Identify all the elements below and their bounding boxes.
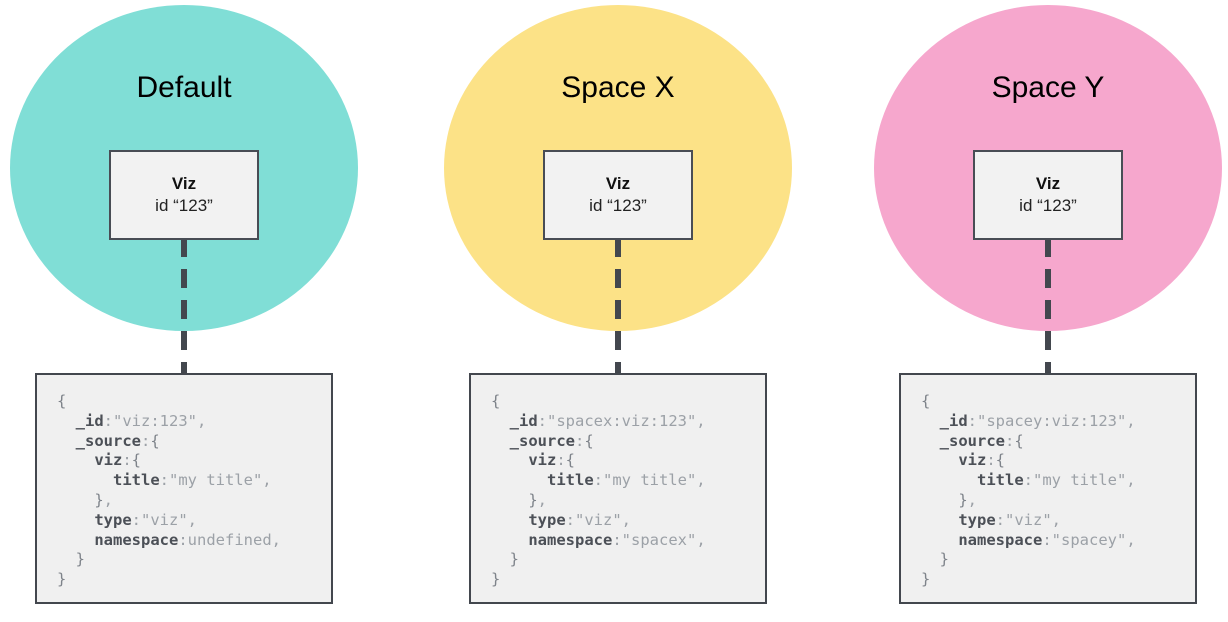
code-line: namespace:"spacey", xyxy=(921,530,1136,549)
code-line: } xyxy=(491,570,501,589)
viz-card: Viz id “123” xyxy=(109,150,259,240)
code-line: title:"my title", xyxy=(921,471,1136,490)
code-line: } xyxy=(57,550,85,569)
code-line: viz:{ xyxy=(491,451,576,470)
code-line: type:"viz", xyxy=(921,510,1061,529)
code-line: _id:"spacey:viz:123", xyxy=(921,411,1136,430)
space-group-spacex: Space X Viz id “123” { _id:"spacex:viz:1… xyxy=(442,0,794,622)
saved-object-code-block: { _id:"spacex:viz:123", _source:{ viz:{ … xyxy=(469,373,767,604)
connector-dashed-line xyxy=(615,238,621,374)
connector-dashed-line xyxy=(181,238,187,374)
space-title-default: Default xyxy=(136,71,232,104)
code-line: viz:{ xyxy=(57,451,142,470)
code-line: title:"my title", xyxy=(491,471,706,490)
code-line: _source:{ xyxy=(57,431,160,450)
viz-card-id: id “123” xyxy=(589,196,647,215)
saved-object-code-block: { _id:"viz:123", _source:{ viz:{ title:"… xyxy=(35,373,333,604)
code-line: _source:{ xyxy=(921,431,1024,450)
code-line: { xyxy=(921,392,931,410)
viz-card-id: id “123” xyxy=(1019,196,1077,215)
code-line: } xyxy=(57,570,67,589)
viz-card-title: Viz xyxy=(605,174,631,193)
code-line: namespace:"spacex", xyxy=(491,530,706,549)
code-line: _id:"spacex:viz:123", xyxy=(491,411,706,430)
space-group-default: Default Viz id “123” { _id:"viz:123", _s… xyxy=(8,0,360,622)
code-line: title:"my title", xyxy=(57,471,272,490)
code-line: viz:{ xyxy=(921,451,1006,470)
code-line: type:"viz", xyxy=(57,510,197,529)
code-line: }, xyxy=(491,490,548,509)
viz-card-title: Viz xyxy=(171,174,197,193)
code-line: } xyxy=(921,570,931,589)
code-line: }, xyxy=(921,490,978,509)
space-group-spacey: Space Y Viz id “123” { _id:"spacey:viz:1… xyxy=(872,0,1224,622)
code-line: namespace:undefined, xyxy=(57,530,281,549)
code-line: _source:{ xyxy=(491,431,594,450)
code-line: _id:"viz:123", xyxy=(57,411,207,430)
saved-object-code-block: { _id:"spacey:viz:123", _source:{ viz:{ … xyxy=(899,373,1197,604)
code-line: } xyxy=(921,550,949,569)
space-title-spacex: Space X xyxy=(561,71,675,104)
connector-dashed-line xyxy=(1045,238,1051,374)
viz-card-id: id “123” xyxy=(155,196,213,215)
code-line: { xyxy=(491,392,501,410)
code-line: type:"viz", xyxy=(491,510,631,529)
code-line: } xyxy=(491,550,519,569)
viz-card: Viz id “123” xyxy=(543,150,693,240)
code-line: }, xyxy=(57,490,114,509)
viz-card-title: Viz xyxy=(1035,174,1061,193)
code-line: { xyxy=(57,392,67,410)
viz-card: Viz id “123” xyxy=(973,150,1123,240)
space-title-spacey: Space Y xyxy=(991,71,1105,104)
